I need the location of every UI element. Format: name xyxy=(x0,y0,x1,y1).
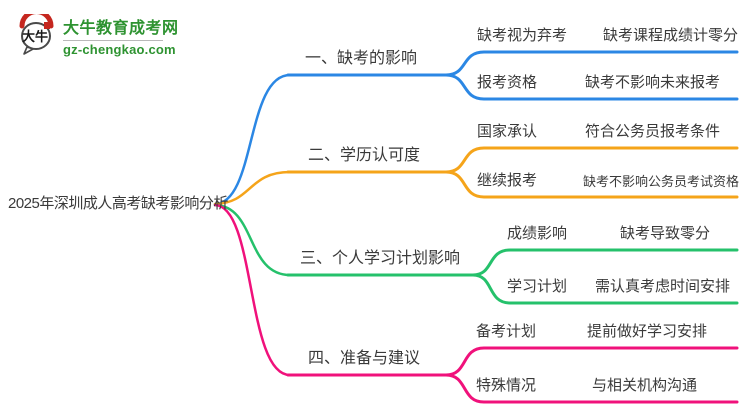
branch3-row1-detail: 缺考导致零分 xyxy=(620,225,711,242)
branch1-row2-category: 报考资格 xyxy=(477,74,538,91)
branch4-row1-detail: 提前做好学习安排 xyxy=(587,323,708,340)
branch2-row2-category: 继续报考 xyxy=(477,172,538,189)
branch3-title: 三、个人学习计划影响 xyxy=(300,250,461,267)
connector-root-branch3 xyxy=(213,203,292,277)
connector-root-branch4 xyxy=(213,203,292,377)
branch1-row2-line xyxy=(444,73,739,101)
site-domain-url: gz-chengkao.com xyxy=(63,42,176,57)
site-logo[interactable]: 大牛 大牛教育成考网 gz-chengkao.com xyxy=(18,14,179,57)
svg-text:大牛: 大牛 xyxy=(22,29,48,44)
branch2-row1-detail: 符合公务员报考条件 xyxy=(585,123,721,140)
connector-root-branch2 xyxy=(213,170,292,206)
branch4-row2-category: 特殊情况 xyxy=(476,377,537,394)
branch4-row2-line xyxy=(444,373,739,404)
logo-divider xyxy=(63,40,163,41)
branch3-row1-category: 成绩影响 xyxy=(507,225,568,242)
branch1-title: 一、缺考的影响 xyxy=(305,50,418,67)
branch1-row2-detail: 缺考不影响未来报考 xyxy=(585,74,721,91)
branch2-row1-category: 国家承认 xyxy=(477,123,538,140)
site-title: 大牛教育成考网 xyxy=(63,20,179,37)
branch4-row1-line xyxy=(444,346,739,377)
branch1-row1-line xyxy=(444,50,739,77)
branch3-row2-category: 学习计划 xyxy=(507,278,568,295)
daniu-bull-icon: 大牛 xyxy=(19,14,54,55)
branch3-row2-detail: 需认真考虑时间安排 xyxy=(595,278,731,295)
branch2-row2-line xyxy=(444,170,739,199)
branch3-row2-line xyxy=(471,273,739,305)
branch2-row1-line xyxy=(444,146,739,174)
branch1-row1-category: 缺考视为弃考 xyxy=(477,27,568,44)
branch2-row2-detail: 缺考不影响公务员考试资格 xyxy=(583,174,740,189)
branch2-title: 二、学历认可度 xyxy=(308,147,421,164)
branch4-row1-category: 备考计划 xyxy=(476,323,537,340)
branch1-row1-detail: 缺考课程成绩计零分 xyxy=(603,27,739,44)
connector-root-branch1 xyxy=(213,73,292,206)
branch4-row2-detail: 与相关机构沟通 xyxy=(592,377,698,394)
root-node: 2025年深圳成人高考缺考影响分析 xyxy=(8,195,228,212)
branch3-row1-line xyxy=(471,248,739,277)
branch4-title: 四、准备与建议 xyxy=(308,350,421,367)
